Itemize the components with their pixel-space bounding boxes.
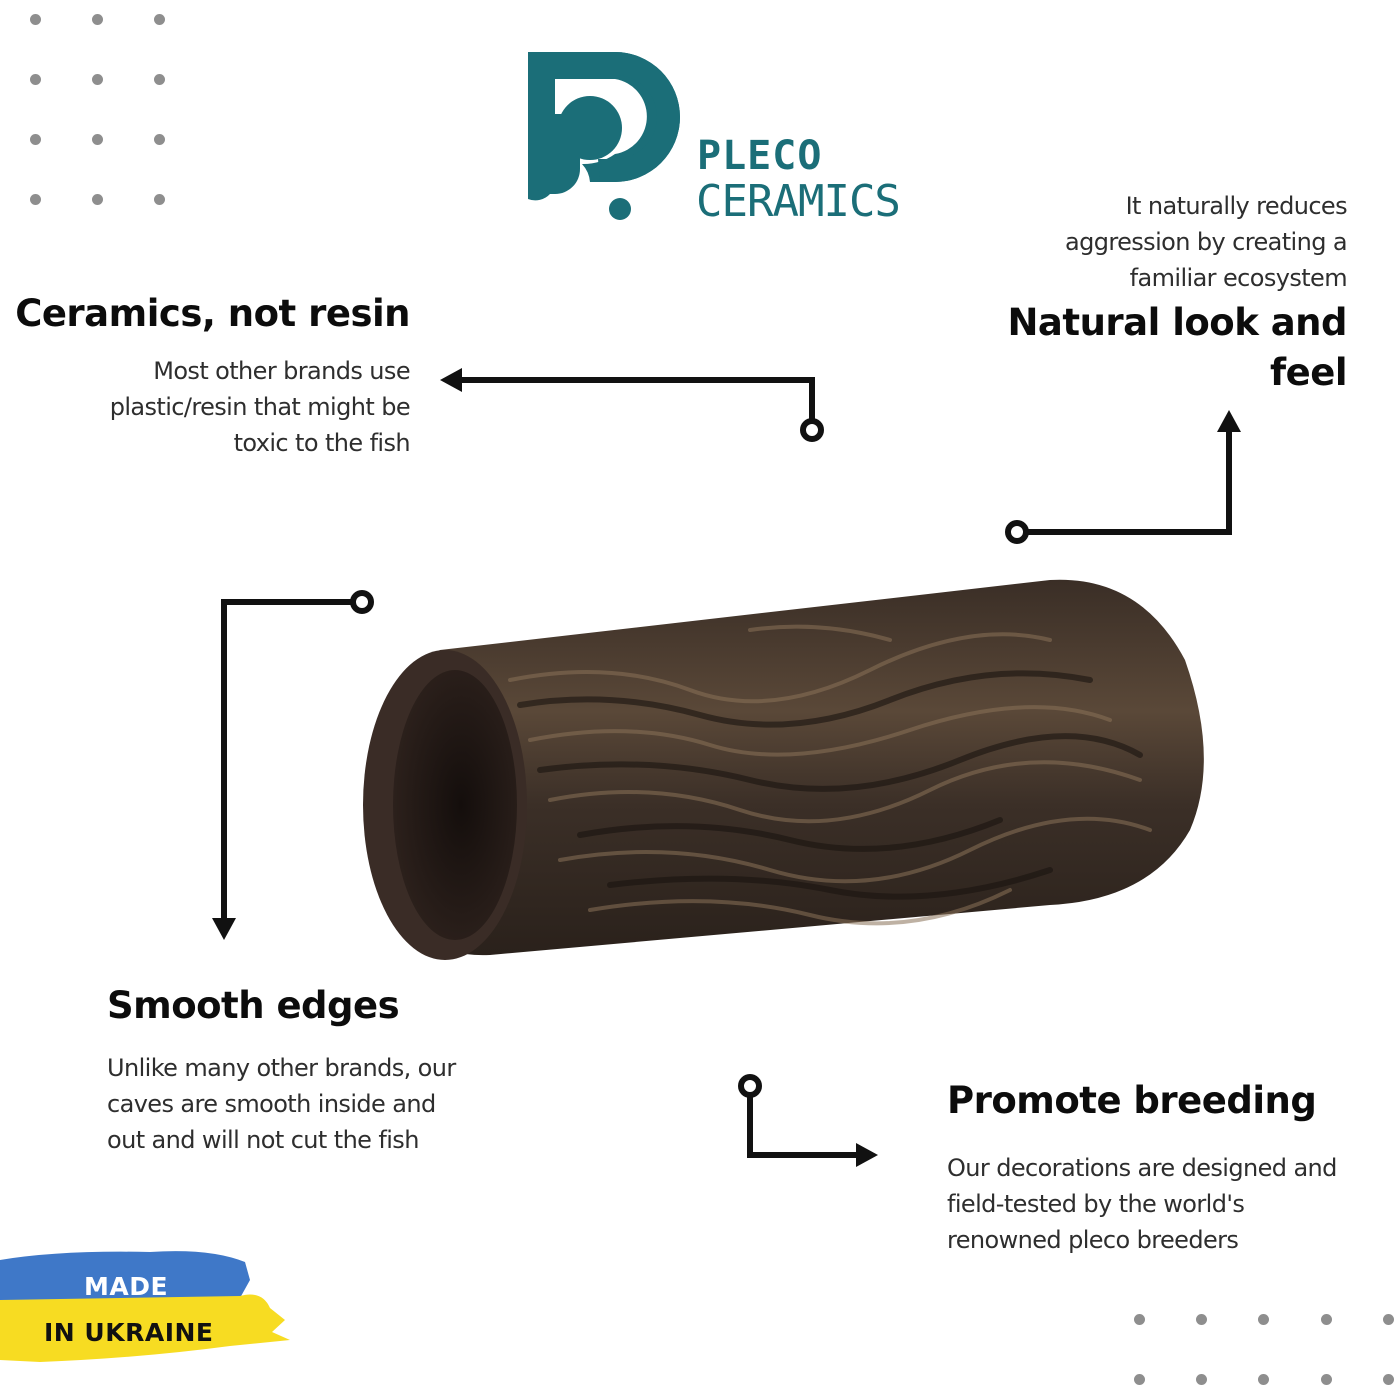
feature-description: Our decorations are designed and field-t…	[947, 1154, 1337, 1254]
arrow-head-left	[440, 368, 462, 392]
arrow-up-icon	[1005, 425, 1232, 544]
arrow-left-icon	[455, 377, 824, 442]
feature-title: Promote breeding	[947, 1079, 1317, 1122]
badge-line2: IN UKRAINE	[44, 1318, 214, 1347]
arrow-head-down	[212, 918, 236, 940]
ukraine-flag-brush-icon	[0, 1251, 290, 1362]
feature-title: Natural look and feel	[1007, 301, 1347, 394]
arrow-head-up	[1217, 410, 1241, 432]
feature-title: Smooth edges	[107, 984, 400, 1027]
product-log-cave-image	[363, 579, 1204, 960]
feature-title: Ceramics, not resin	[15, 292, 410, 335]
arrow-right-icon	[738, 1074, 862, 1158]
arrow-down-icon	[221, 590, 374, 925]
badge-line1: MADE	[84, 1272, 169, 1301]
feature-description: Unlike many other brands, our caves are …	[107, 1054, 456, 1154]
pleco-p-logo-icon	[528, 52, 680, 220]
arrow-head-right	[856, 1143, 878, 1167]
brand-name-line1: PLECO	[697, 133, 823, 179]
feature-description: It naturally reduces aggression by creat…	[1064, 192, 1348, 292]
brand-name-line2: CERAMICS	[696, 176, 901, 227]
feature-description: Most other brands use plastic/resin that…	[109, 357, 411, 457]
